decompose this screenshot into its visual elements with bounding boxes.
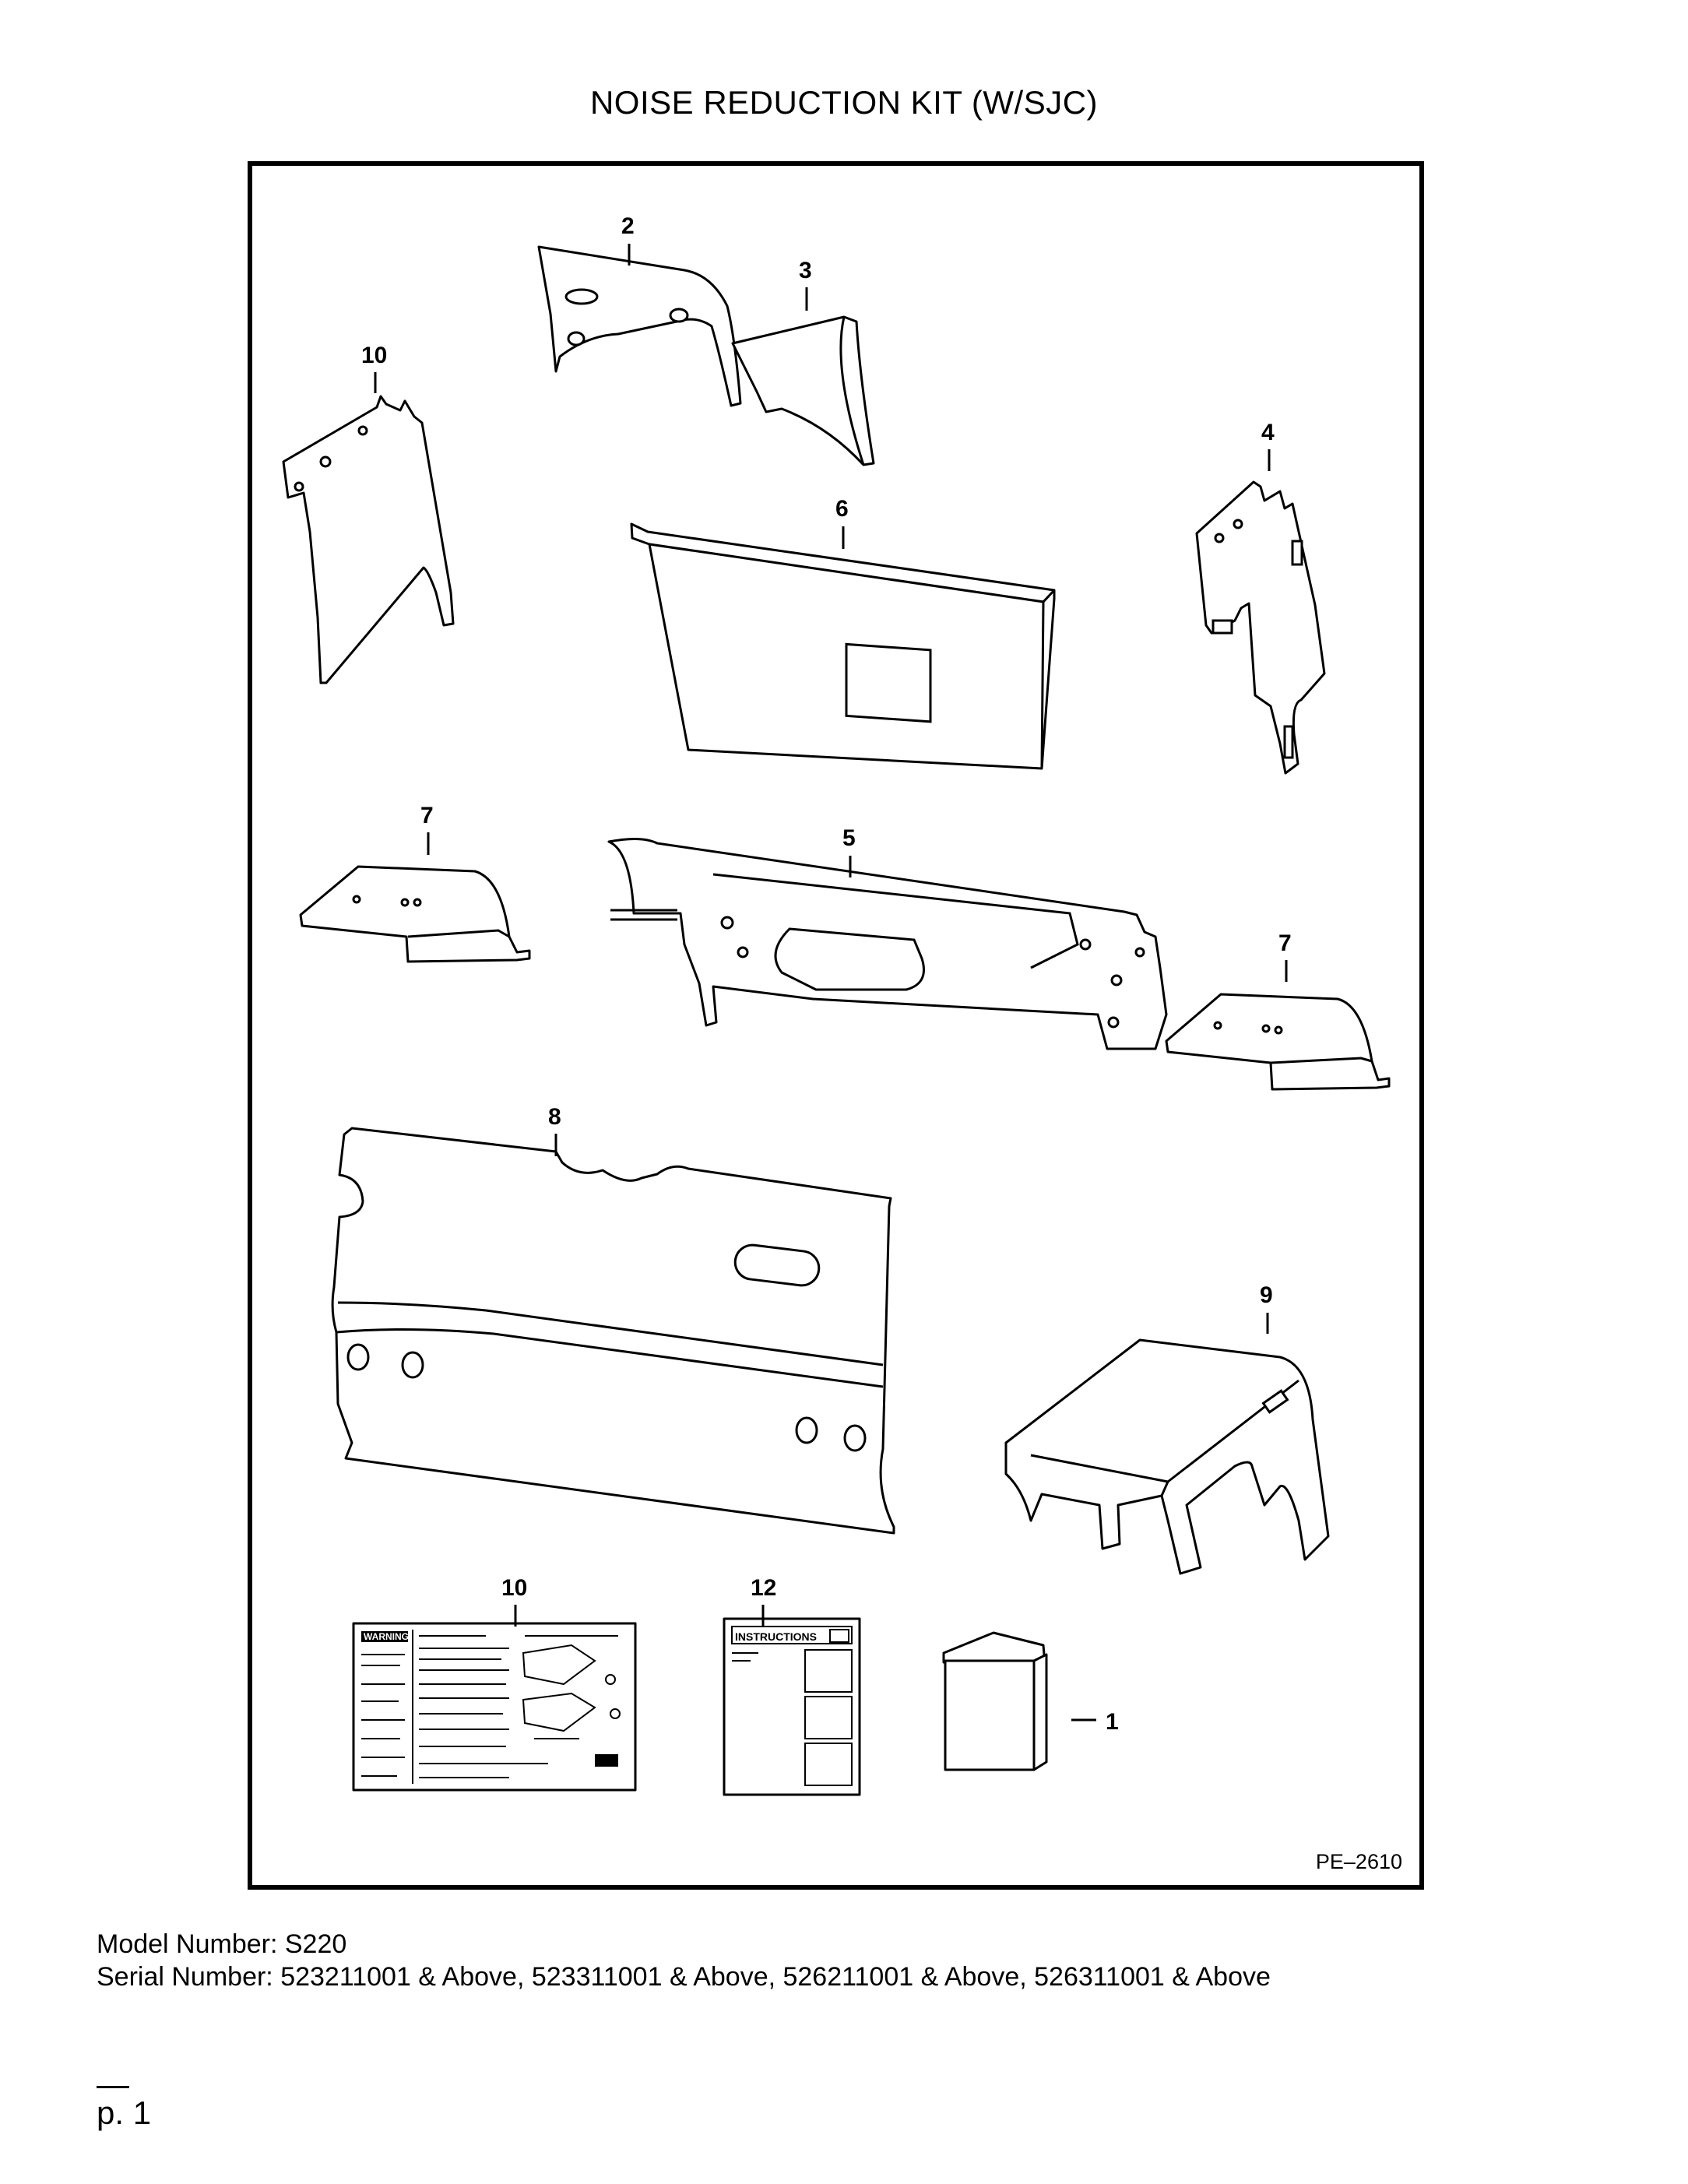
part-10-decal[interactable]: WARNING	[352, 1622, 637, 1792]
exploded-parts-diagram: 2 3 10 6	[282, 213, 1391, 1796]
callout-2: 2	[621, 213, 635, 239]
page-number-rule	[97, 2086, 129, 2088]
part-12-instructions[interactable]: INSTRUCTIONS	[723, 1617, 861, 1796]
page-number: p. 1	[97, 2094, 152, 2131]
part-8[interactable]	[331, 1127, 895, 1535]
part-11[interactable]	[282, 395, 455, 684]
part-1-box[interactable]	[942, 1631, 1048, 1771]
callout-6: 5	[842, 825, 856, 851]
callout-11: 10	[361, 343, 387, 368]
callout-7-right: 7	[1278, 930, 1292, 956]
part-6[interactable]	[607, 837, 1168, 1050]
callout-4: 4	[1261, 420, 1275, 445]
part-9[interactable]	[1004, 1338, 1330, 1575]
part-7-right[interactable]	[1165, 993, 1391, 1091]
diagram-code: PE–2610	[1315, 1850, 1402, 1873]
callout-7-left: 7	[420, 803, 434, 828]
part-7-left[interactable]	[299, 865, 531, 963]
part-4[interactable]	[1195, 480, 1326, 775]
decal-warning-label: WARNING	[364, 1631, 409, 1642]
model-number: Model Number: S220	[97, 1929, 347, 1959]
callout-5: 6	[835, 496, 849, 522]
page-title: NOISE REDUCTION KIT (W/SJC)	[589, 84, 1099, 121]
parts-diagram-frame: 2 3 10 6	[248, 161, 1424, 1890]
part-3[interactable]	[731, 315, 875, 466]
instructions-heading: INSTRUCTIONS	[735, 1630, 817, 1643]
part-2[interactable]	[537, 245, 742, 407]
callout-3: 3	[799, 258, 812, 283]
callout-1: 1	[1106, 1709, 1119, 1735]
part-5[interactable]	[630, 522, 1056, 770]
callout-12-label: 12	[751, 1575, 776, 1601]
callout-10-label: 10	[501, 1575, 527, 1601]
callout-9: 9	[1260, 1282, 1273, 1308]
serial-number: Serial Number: 523211001 & Above, 523311…	[97, 1962, 1271, 1992]
callout-8: 8	[548, 1104, 561, 1130]
